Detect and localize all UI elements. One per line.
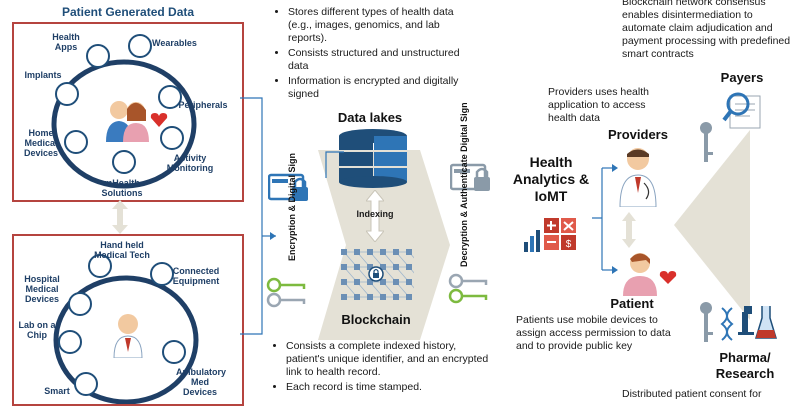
lakes-connector [325,151,344,178]
encryption-lock-icon [267,165,312,205]
decryption-label: Decryption & Authenticate Digital Sign [459,102,469,267]
flow-arrow-background [318,150,450,340]
indexing-label: Indexing [356,209,394,219]
blockchain-bullet: Consists a complete indexed history, pat… [286,340,492,379]
payers-title: Payers [720,70,764,85]
ambulatory-label: Ambulatory Med Devices [176,367,227,397]
health-apps-icon [86,44,110,68]
implants-icon [55,82,79,106]
device-ring [51,59,197,189]
smart-label: Smart [44,386,70,396]
svg-text:$: $ [566,239,572,250]
hospital-devices-label: Hospital Medical Devices [24,274,60,304]
implants-label: Implants [24,70,62,80]
lab-on-chip-icon [58,330,82,354]
blockchain-block [406,264,412,270]
payers-note: Blockchain network consensus enables dis… [622,0,791,60]
patient-title: Patient [610,296,654,311]
peripherals-icon [158,85,182,109]
data-lakes-title: Data lakes [337,110,403,125]
key-icon-right [448,272,498,304]
blockchain-block [341,279,347,285]
blockchain-block [367,294,373,300]
blockchain-network-icon [341,249,414,300]
data-lakes-bullet: Stores different types of health data (e… [288,6,474,45]
hospital-medical-devices-icon [68,292,92,316]
wearables-label: Wearables [152,38,197,48]
boxes-link-arrow [112,200,128,234]
health-analytics-title: Health Analytics & IoMT [512,154,590,204]
connected-equipment-icon [150,262,174,286]
smart-device-icon [74,372,98,396]
analytics-icon: $ [522,216,582,254]
encryption-label: Encryption & Digital Sign [287,152,297,261]
heart-icon [150,113,168,127]
provider-icon [618,145,662,208]
mhealth-solutions-icon [112,150,136,174]
decryption-lock-icon [449,155,494,195]
peripherals-label: Peripherals [178,100,228,110]
clinical-devices-box [12,234,244,406]
health-apps-label: Health Apps [52,32,80,52]
blockchain-block [380,249,386,255]
blockchain-block [354,294,360,300]
blockchain-block [367,264,373,270]
indexing-arrow [366,190,384,242]
ambulatory-med-devices-icon [162,340,186,364]
patient-note: Patients use mobile devices to assign ac… [516,314,671,352]
activity-monitoring-icon [160,126,184,150]
blockchain-block [380,264,386,270]
blockchain-block [367,279,373,285]
blockchain-block [406,294,412,300]
wearables-icon [128,34,152,58]
lab-on-chip-label: Lab on a Chip [18,320,56,340]
pharma-note: Distributed patient consent for [622,388,762,400]
blockchain-block [393,294,399,300]
home-medical-devices-icon [64,130,88,154]
provider-patient-link [622,212,636,248]
payers-icon [722,90,766,130]
key-icon-left [266,276,316,308]
pharma-title: Pharma/ Research [715,350,775,381]
left-bracket [240,97,276,335]
payers-key-icon [700,122,713,162]
blockchain-block [354,249,360,255]
blockchain-block [393,249,399,255]
blockchain-block [354,279,360,285]
connected-equipment-label: Connected Equipment [172,266,220,286]
blockchain-block [341,264,347,270]
blockchain-description: Consists a complete indexed history, pat… [272,340,492,396]
blockchain-block [341,249,347,255]
blockchain-block [380,279,386,285]
blockchain-block [393,264,399,270]
blockchain-block [406,279,412,285]
blockchain-block [367,249,373,255]
providers-title: Providers [608,127,668,142]
data-lakes-bullet: Information is encrypted and digitally s… [288,75,474,101]
handheld-medical-tech-icon [88,254,112,278]
patient-family-icon [102,96,152,142]
providers-note: Providers uses health application to acc… [548,86,649,124]
blockchain-block [341,294,347,300]
blockchain-title: Blockchain [341,312,411,327]
data-lakes-bullet: Consists structured and unstructured dat… [288,47,474,73]
patient-data-title: Patient Generated Data [62,5,195,19]
right-chevron-background [674,130,750,320]
handheld-label: Hand held Medical Tech [94,240,150,260]
right-bracket [592,164,618,274]
mhealth-solutions-label: mHealth Solutions [101,178,143,198]
blockchain-block [380,294,386,300]
pharma-icon [718,304,778,344]
data-lakes-description: Stores different types of health data (e… [274,6,474,103]
patient-icon [620,250,684,296]
blockchain-block [406,249,412,255]
home-medical-devices-label: Home Medical Devices [23,128,59,158]
blockchain-block [393,279,399,285]
activity-monitoring-label: Activity Monitoring [166,153,214,173]
pharma-key-icon [700,302,713,342]
blockchain-block [354,264,360,270]
doctor-icon [112,312,144,359]
blockchain-bullet: Each record is time stamped. [286,381,492,394]
database-icon [336,128,410,188]
